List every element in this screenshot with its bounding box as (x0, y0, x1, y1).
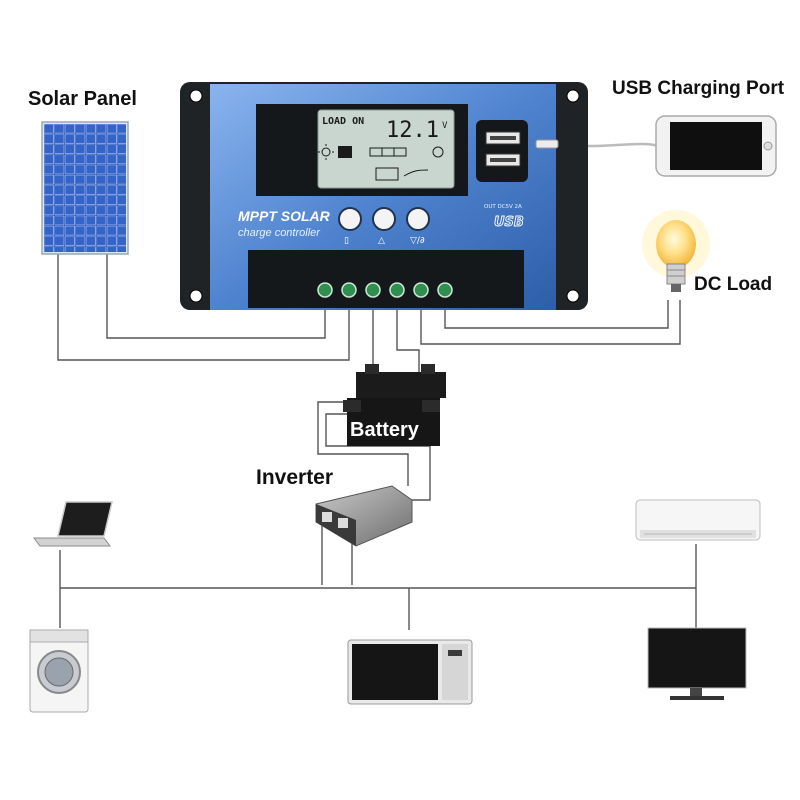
lcd-unit: V (442, 121, 448, 131)
up-button[interactable] (372, 207, 396, 231)
smartphone (535, 115, 777, 177)
terminal-battery-negative (389, 282, 405, 298)
battery: Battery (343, 364, 446, 446)
light-bulb-icon (642, 210, 710, 292)
solar-panel (41, 121, 129, 255)
lcd-arrow-icon (403, 169, 429, 177)
mount-hole (566, 89, 580, 103)
lcd-battery-icon (375, 167, 399, 181)
wire-solar-positive (106, 252, 326, 339)
lcd-flow-icon (369, 147, 407, 157)
menu-button[interactable] (338, 207, 362, 231)
usb-block (476, 120, 528, 182)
home-button (763, 141, 773, 151)
menu-button-symbol: ▯ (344, 236, 349, 246)
usb-spec: OUT DC5V 2A (484, 204, 522, 210)
solar-panel-label: Solar Panel (28, 88, 137, 110)
inverter-label: Inverter (256, 466, 334, 489)
terminal-block (317, 282, 453, 298)
terminal-solar-positive (317, 282, 333, 298)
microwave-icon (347, 639, 473, 705)
air-conditioner-icon (635, 499, 761, 541)
controller-subtitle: charge controller (238, 227, 321, 239)
laptop-icon (33, 501, 113, 547)
lcd-screen (317, 109, 455, 189)
battery-label: Battery (350, 419, 420, 441)
mount-hole (189, 89, 203, 103)
down-button-symbol: ▽/∂ (410, 236, 425, 246)
controller-title: MPPT SOLAR (238, 208, 331, 224)
usb-port-label: USB Charging Port (612, 78, 785, 99)
mount-hole (189, 289, 203, 303)
wire-battery-positive (396, 292, 420, 372)
down-button[interactable] (406, 207, 430, 231)
wire-load-negative (420, 292, 681, 345)
terminal-load-negative (437, 282, 453, 298)
mount-hole (566, 289, 580, 303)
charge-controller: LOAD ON 12.1 V OUT DC5V 2A USB MPPT SOLA… (180, 82, 588, 310)
lcd-bulb-icon (432, 146, 444, 158)
terminal-solar-negative (341, 282, 357, 298)
lcd-panel-icon (338, 146, 352, 158)
dc-load-label: DC Load (694, 274, 773, 295)
lcd-value: 12.1 (386, 118, 439, 143)
usb-logo: USB (494, 215, 524, 230)
lcd-status: LOAD ON (322, 116, 364, 127)
sun-icon (318, 144, 334, 160)
wire-inverter-1 (317, 401, 409, 486)
up-button-symbol: △ (378, 236, 385, 246)
terminal-battery-positive (365, 282, 381, 298)
terminal-load-positive (413, 282, 429, 298)
television-icon (647, 627, 747, 700)
inverter (315, 485, 413, 547)
washing-machine-icon (29, 629, 89, 713)
wire-solar-negative (57, 252, 350, 361)
